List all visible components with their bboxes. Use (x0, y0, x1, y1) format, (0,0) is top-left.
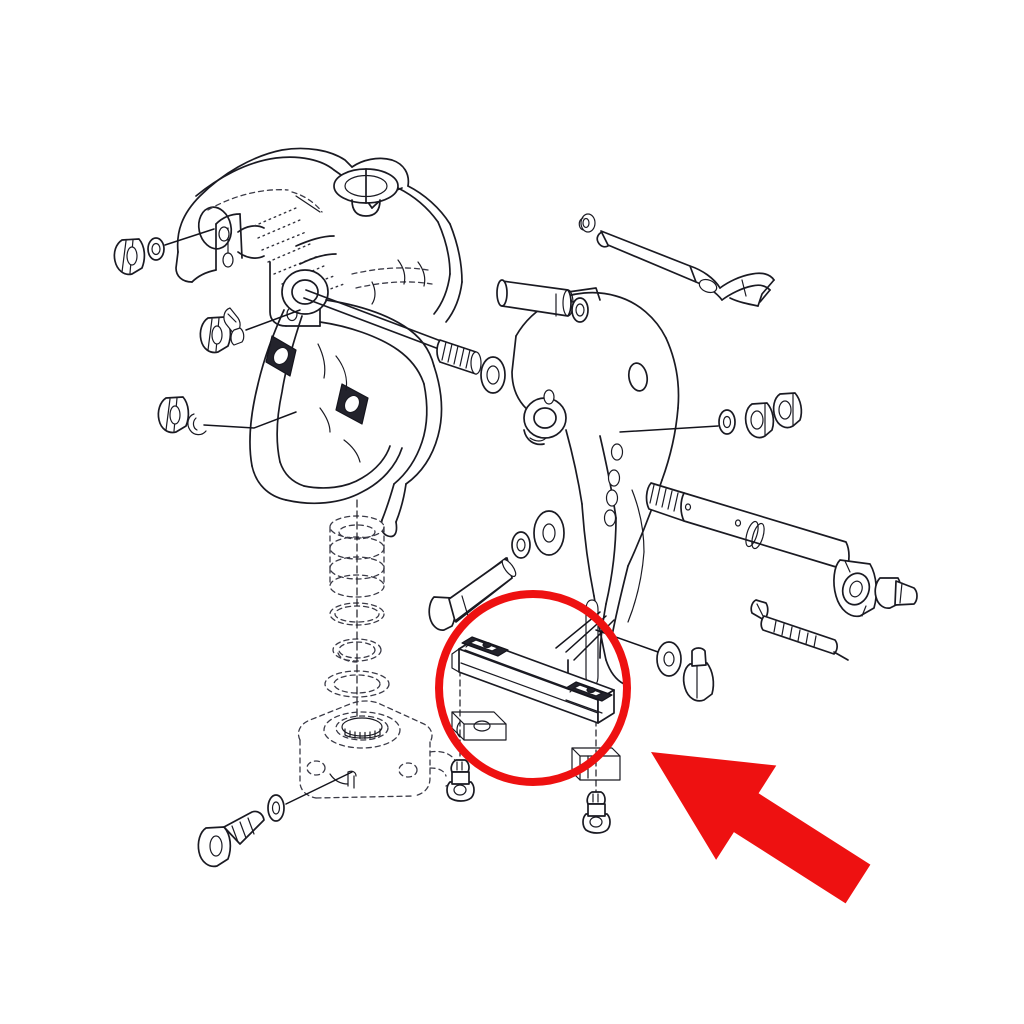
highlight-circle (435, 590, 631, 786)
leader-lower-left (203, 411, 297, 429)
washer-lower-left-housing (267, 794, 285, 822)
spacer-stack (324, 499, 390, 724)
pointer-arrow (651, 752, 871, 904)
steering-arm-housing (297, 700, 459, 799)
bolt-anode-center (582, 791, 611, 834)
washer-pivot (480, 356, 506, 394)
bolt-anode-rear (682, 647, 715, 702)
bolt-lower-left (157, 396, 190, 434)
leader-upper-left (164, 228, 215, 246)
washer-pivot-3 (511, 531, 531, 559)
washer-anode-rear (656, 641, 682, 677)
bolt-center-long (428, 557, 517, 631)
bolt-upper-left (113, 238, 146, 276)
washer-pivot-2 (533, 510, 565, 556)
washer-bushing (571, 297, 589, 323)
anode-bar (451, 636, 615, 724)
tilt-pin (596, 230, 775, 307)
nut-right-2 (772, 392, 803, 429)
spline-teeth (344, 728, 381, 740)
leader-lower-left-housing (285, 771, 353, 805)
pivot-shaft-thread (436, 339, 482, 375)
tilt-tube-shaft (645, 482, 878, 618)
anode-mount-clip-front (451, 711, 507, 741)
anode-boss-left (461, 636, 509, 657)
clamp-bracket-left (175, 147, 463, 538)
bolt-lower-left-housing (197, 810, 265, 868)
washer-right (718, 409, 736, 435)
cable-tie (750, 599, 849, 661)
bolt-anode-front (446, 759, 475, 802)
leader-right-nuts (619, 425, 719, 433)
leader-mid-left (245, 309, 301, 331)
nut-right-1 (744, 402, 775, 439)
bushing-sleeve (496, 279, 574, 317)
anode-boss-right (565, 681, 613, 714)
pivot-shaft (303, 289, 482, 375)
clamp-bracket-right (511, 287, 680, 713)
bolt-tilt-tube-end (874, 577, 918, 609)
clip-mid-left (223, 307, 245, 346)
bushing-eye-right (335, 383, 369, 425)
clip-tilt-pin (578, 213, 596, 233)
bolt-mid-left (199, 316, 232, 354)
bushing-eye-left (265, 335, 297, 377)
clip-lower-left (187, 413, 207, 436)
washer-upper-left (147, 237, 165, 261)
